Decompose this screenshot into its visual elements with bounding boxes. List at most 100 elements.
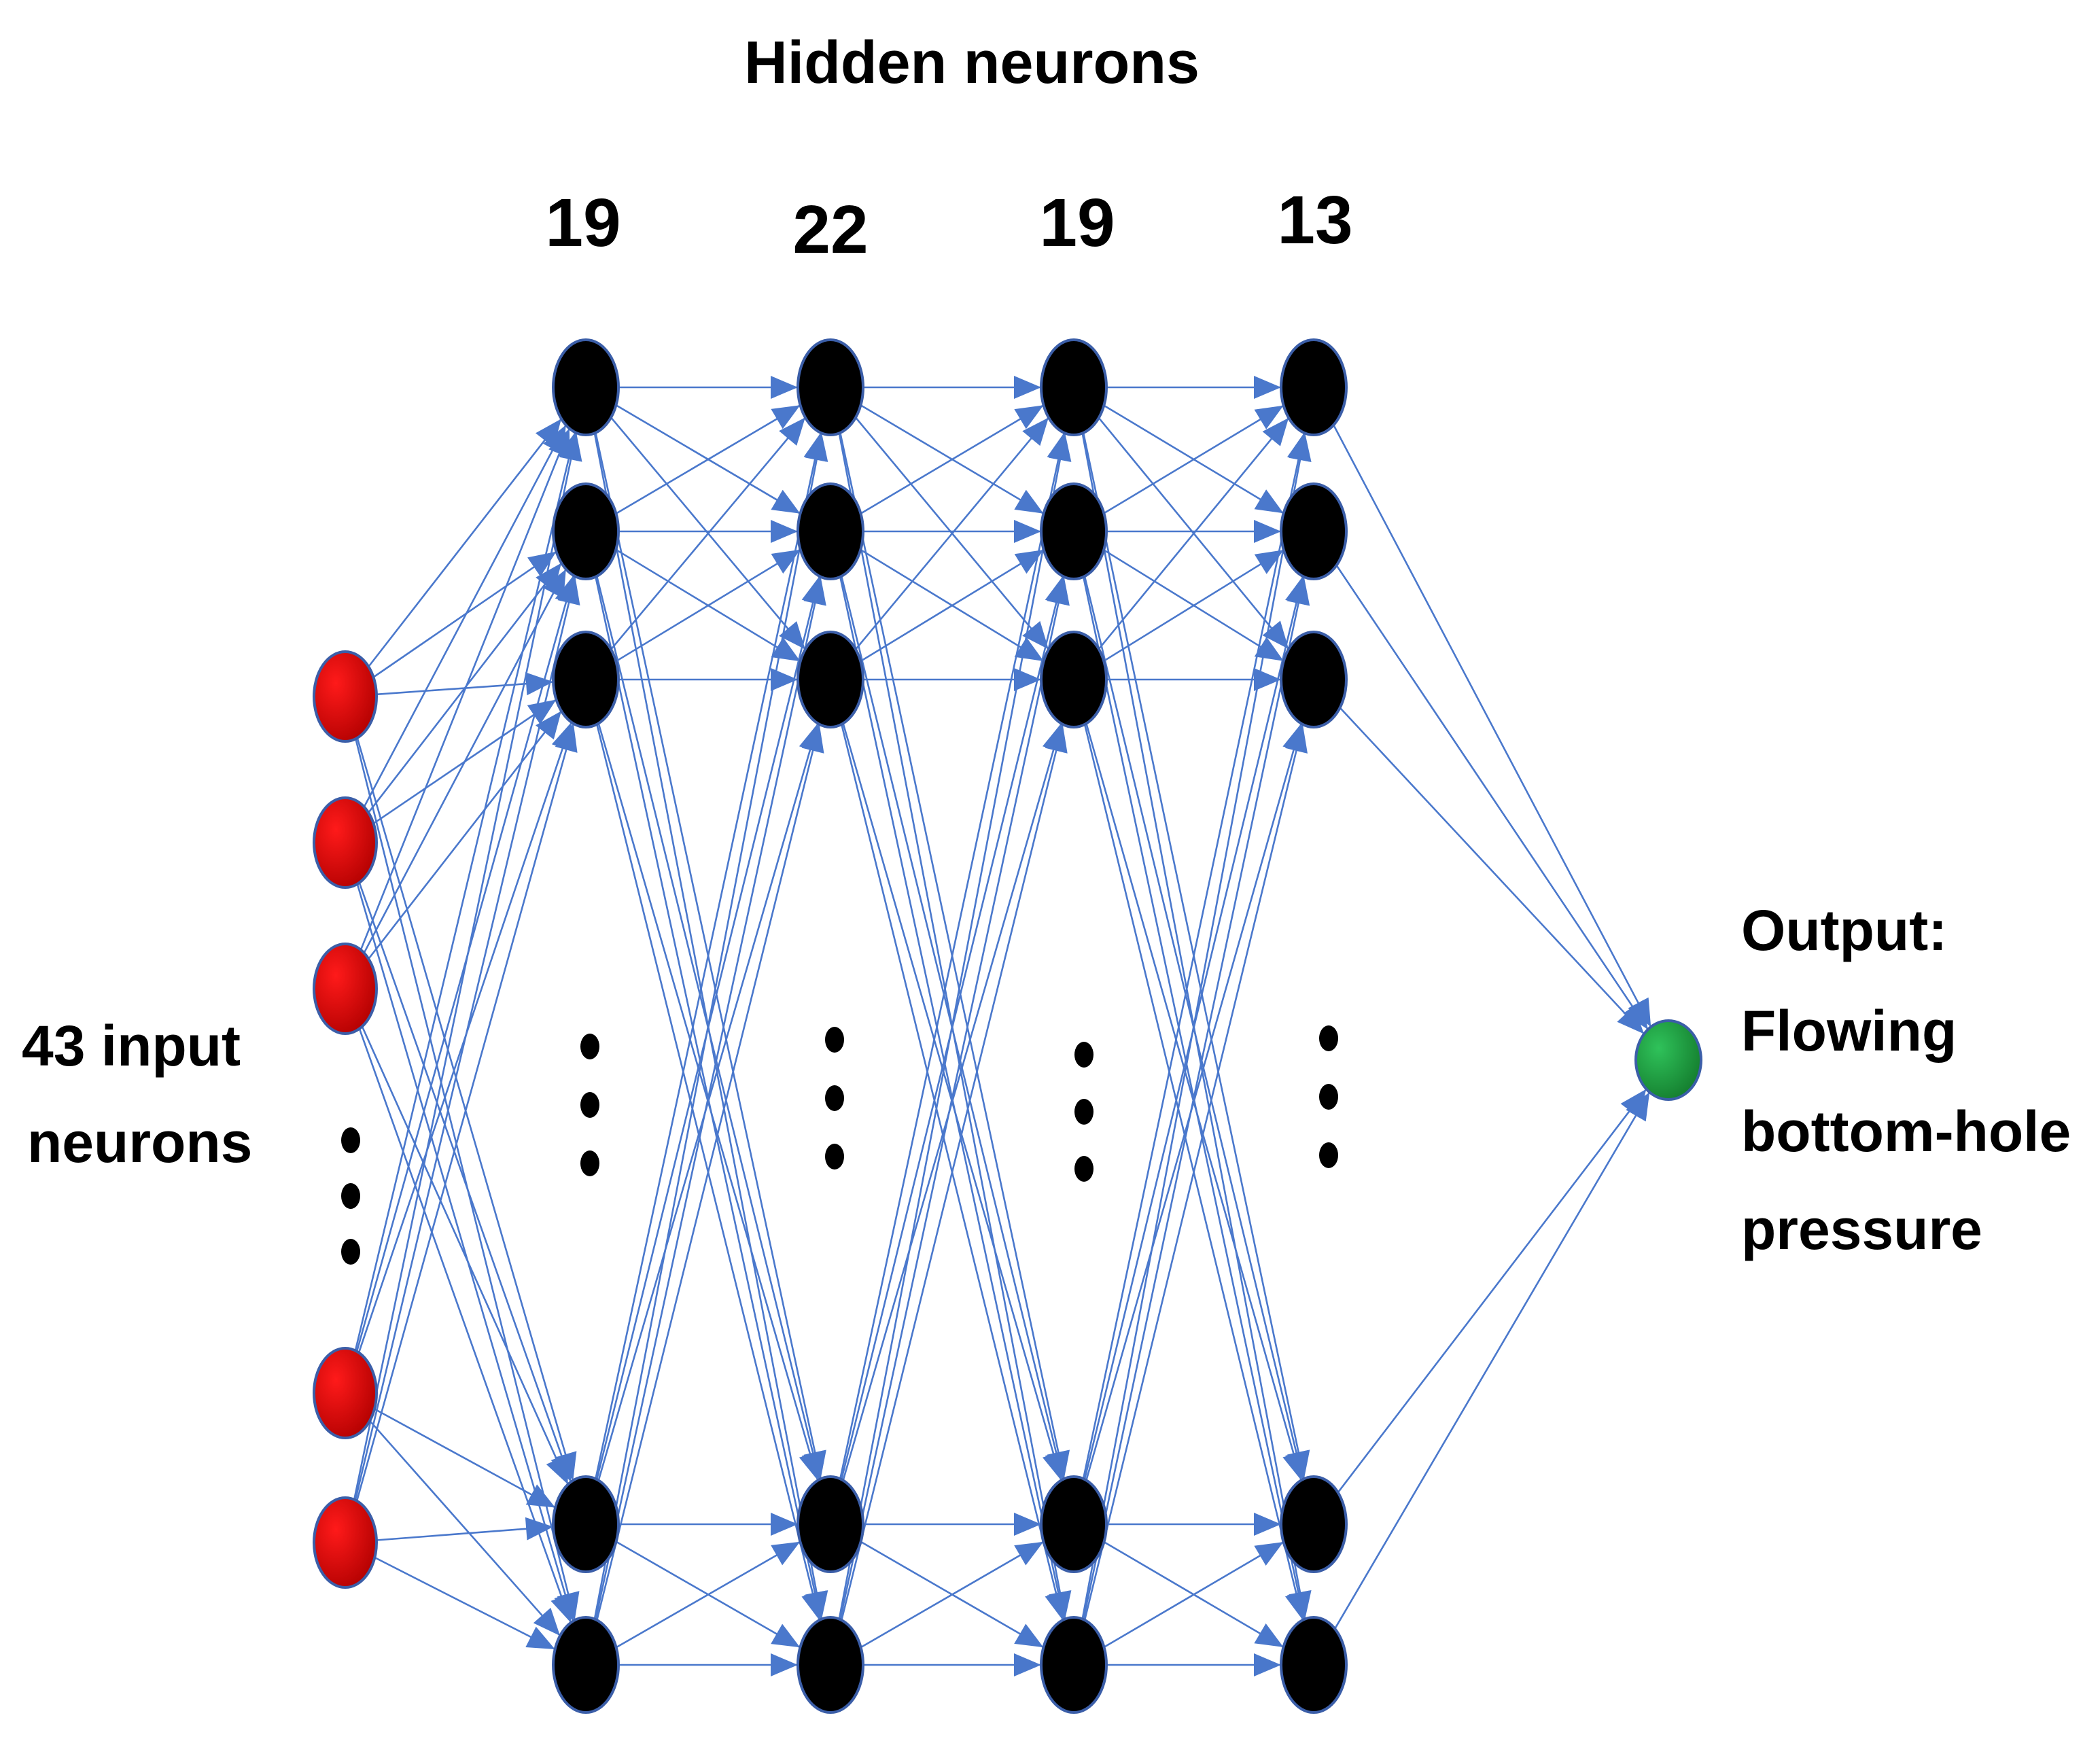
arrowhead-76 <box>1254 489 1284 514</box>
edge-73 <box>860 1541 1045 1649</box>
arrowhead-81 <box>1254 520 1281 543</box>
edge-11 <box>363 568 567 953</box>
edge-35 <box>610 417 806 650</box>
arrowhead-96 <box>1287 576 1310 606</box>
arrowhead-70 <box>1049 433 1072 462</box>
arrowhead-47 <box>801 724 824 754</box>
edge-104 <box>1334 1091 1651 1630</box>
hidden-layer-3-neuron-0 <box>1040 338 1108 436</box>
arrowhead-43 <box>771 1513 798 1536</box>
ellipsis-dot-2-0 <box>825 1027 844 1053</box>
ellipsis-dot-1-0 <box>580 1034 599 1059</box>
hidden-layer-1-neuron-2 <box>552 631 620 728</box>
edge-70 <box>838 433 1066 1619</box>
edge-97 <box>1083 724 1304 1621</box>
arrowhead-77 <box>1262 620 1289 650</box>
arrowhead-64 <box>1045 1591 1068 1621</box>
arrowhead-63 <box>1043 1451 1065 1481</box>
arrowhead-93 <box>1254 1513 1281 1536</box>
ellipsis-dot-0-2 <box>341 1239 360 1265</box>
input-neuron-0 <box>313 650 378 743</box>
edge-95 <box>1081 433 1306 1619</box>
edge-18 <box>374 1408 556 1509</box>
edge-10 <box>360 428 571 951</box>
arrowhead-62 <box>1014 668 1041 691</box>
edge-90 <box>1082 432 1306 1479</box>
arrowhead-1 <box>527 551 557 577</box>
ellipsis-dot-2-1 <box>825 1085 844 1111</box>
edge-102 <box>1339 707 1645 1035</box>
arrowhead-44 <box>771 1623 801 1648</box>
edge-47 <box>596 724 820 1621</box>
arrowhead-73 <box>1014 1541 1044 1566</box>
hidden-layer-3-neuron-1 <box>1040 482 1108 580</box>
connection-edges <box>353 386 1652 1666</box>
edge-61 <box>860 548 1045 663</box>
arrowhead-13 <box>546 1455 568 1485</box>
edge-100 <box>1333 424 1652 1027</box>
input-neuron-1 <box>313 796 378 889</box>
arrowhead-38 <box>799 1451 822 1481</box>
arrowhead-71 <box>1047 576 1070 606</box>
input-neuron-3 <box>313 1347 378 1439</box>
arrowhead-24 <box>525 1626 555 1649</box>
hidden-layer-4-neuron-1 <box>1280 482 1348 580</box>
input-label-line-1: 43 input <box>22 1014 241 1078</box>
hidden-layer-2-neuron-3 <box>797 1475 864 1573</box>
hidden-layer-3-neuron-3 <box>1040 1475 1108 1573</box>
arrowhead-72 <box>1045 724 1068 754</box>
arrowhead-60 <box>1022 417 1049 446</box>
ellipsis-dot-3-0 <box>1074 1042 1093 1068</box>
edge-55 <box>860 404 1045 514</box>
edge-20 <box>353 432 578 1500</box>
arrowhead-48 <box>771 1541 801 1566</box>
input-label-line-2: neurons <box>27 1110 252 1174</box>
edge-96 <box>1082 576 1306 1620</box>
edge-60 <box>855 417 1049 650</box>
diagram-title: Hidden neurons <box>744 29 1200 96</box>
ellipsis-dot-4-0 <box>1319 1025 1338 1051</box>
edge-23 <box>376 1526 554 1541</box>
arrowhead-27 <box>779 621 805 650</box>
arrowhead-104 <box>1626 1092 1650 1122</box>
arrowhead-98 <box>1254 1542 1284 1566</box>
edge-36 <box>615 548 801 663</box>
arrowhead-45 <box>805 433 828 462</box>
output-label-line-1: Output: <box>1741 898 1947 962</box>
ellipsis-dot-4-1 <box>1319 1084 1338 1110</box>
hidden-layer-3-neuron-4 <box>1040 1616 1108 1714</box>
arrowhead-86 <box>1254 550 1284 574</box>
arrowhead-52 <box>1022 620 1049 650</box>
arrowhead-75 <box>1254 376 1281 399</box>
arrowhead-49 <box>771 1653 798 1676</box>
hidden-layer-4-neuron-3 <box>1280 1475 1348 1573</box>
hidden-layer-4-count: 13 <box>1277 182 1352 258</box>
edge-65 <box>839 432 1065 1479</box>
hidden-layer-1-neuron-0 <box>552 338 620 436</box>
arrowhead-36 <box>771 549 801 574</box>
arrowhead-97 <box>1285 724 1308 754</box>
ellipsis-dot-3-2 <box>1074 1156 1093 1182</box>
ellipsis-dots <box>341 1025 1338 1265</box>
hidden-layer-1-neuron-4 <box>552 1616 620 1714</box>
ellipsis-dot-3-1 <box>1074 1099 1093 1125</box>
arrowhead-46 <box>803 576 826 606</box>
arrowhead-80 <box>1254 405 1284 429</box>
arrowhead-95 <box>1289 433 1312 462</box>
edge-15 <box>354 432 576 1351</box>
arrowhead-57 <box>1014 637 1044 661</box>
edge-4 <box>355 738 576 1621</box>
hidden-layer-3-count: 19 <box>1039 185 1115 261</box>
arrowhead-25 <box>771 376 798 399</box>
edge-46 <box>595 576 822 1620</box>
edge-103 <box>1337 1088 1647 1494</box>
edge-0 <box>368 418 563 667</box>
ellipsis-dot-1-2 <box>580 1150 599 1176</box>
arrowhead-50 <box>1014 376 1041 399</box>
arrowhead-85 <box>1262 417 1289 446</box>
edge-8 <box>358 882 572 1483</box>
arrowhead-61 <box>1014 550 1044 574</box>
edge-45 <box>593 433 823 1619</box>
arrowhead-32 <box>771 637 801 662</box>
